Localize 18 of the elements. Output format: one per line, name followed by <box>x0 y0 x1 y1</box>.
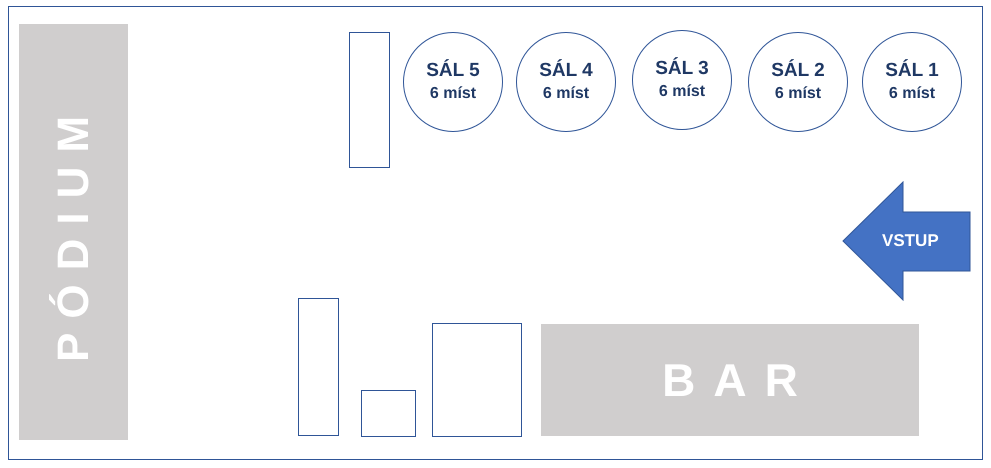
seat-count: 6 míst <box>542 84 590 104</box>
seat-count: 6 míst <box>774 84 822 104</box>
table-rectangle <box>361 390 416 437</box>
seat-count: 6 míst <box>658 82 706 102</box>
stage-area <box>19 24 128 440</box>
table-rectangle <box>349 32 390 168</box>
table-rectangle <box>298 298 339 436</box>
room-name: SÁL 4 <box>539 59 593 84</box>
room-name: SÁL 1 <box>885 59 939 84</box>
table-rectangle <box>432 323 522 437</box>
bar-counter <box>541 324 919 436</box>
seat-count: 6 míst <box>430 84 476 104</box>
seat-count: 6 míst <box>888 84 936 104</box>
entrance-arrow <box>842 181 971 301</box>
room-name: SÁL 5 <box>426 59 480 84</box>
entrance-label: VSTUP <box>882 231 939 251</box>
room-name: SÁL 3 <box>655 57 709 82</box>
room-name: SÁL 2 <box>771 59 825 84</box>
